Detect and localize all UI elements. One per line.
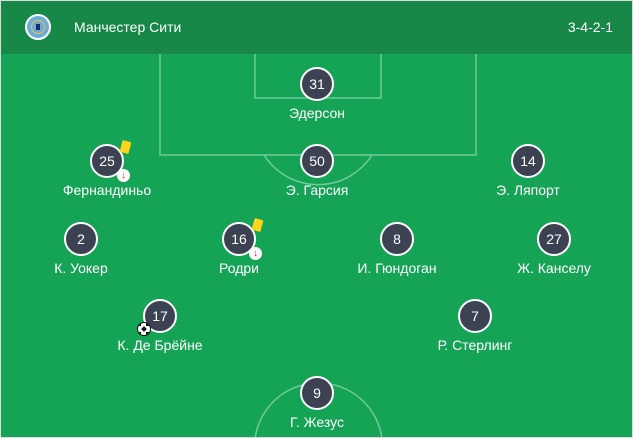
player-rodri[interactable]: 16 ↓ Родри bbox=[154, 218, 324, 276]
player-number: 16 bbox=[231, 231, 247, 247]
player-jesus[interactable]: 9 Г. Жезус bbox=[232, 376, 402, 430]
player-number: 7 bbox=[458, 299, 492, 333]
team-crest-icon bbox=[25, 14, 51, 40]
player-name: Ж. Канселу bbox=[517, 260, 591, 276]
player-number: 8 bbox=[380, 222, 414, 256]
player-name: Фернандиньо bbox=[62, 182, 152, 198]
player-gundogan[interactable]: 8 И. Гюндоган bbox=[312, 222, 482, 276]
pitch: 31 Эдерсон 25 ↓ Фернандиньо 50 Э. Гарсия… bbox=[1, 54, 632, 437]
player-sterling[interactable]: 7 Р. Стерлинг bbox=[390, 299, 560, 353]
player-number: 2 bbox=[64, 222, 98, 256]
player-number: 25 bbox=[99, 153, 115, 169]
player-name: Эдерсон bbox=[288, 105, 345, 121]
player-e-garcia[interactable]: 50 Э. Гарсия bbox=[232, 144, 402, 198]
penalty-arc bbox=[263, 154, 373, 186]
substitution-out-icon: ↓ bbox=[249, 247, 262, 260]
player-laporte[interactable]: 14 Э. Ляпорт bbox=[443, 144, 613, 198]
player-number-25: 25 ↓ bbox=[90, 140, 132, 182]
yellow-card-icon bbox=[251, 218, 264, 232]
player-number: 17 bbox=[152, 308, 168, 324]
player-walker[interactable]: 2 К. Уокер bbox=[1, 222, 166, 276]
player-name: К. Де Брёйне bbox=[117, 337, 203, 353]
player-number: 50 bbox=[300, 144, 334, 178]
player-name: Э. Ляпорт bbox=[496, 182, 560, 198]
formation-label: 3-4-2-1 bbox=[567, 19, 613, 35]
player-number-16: 16 ↓ bbox=[222, 218, 264, 260]
player-number: 31 bbox=[300, 67, 334, 101]
player-de-bruyne[interactable]: 17 К. Де Брёйне bbox=[75, 299, 245, 353]
player-number: 9 bbox=[300, 376, 334, 410]
player-number: 14 bbox=[511, 144, 545, 178]
substitution-out-icon: ↓ bbox=[117, 169, 130, 182]
goal-ball-icon bbox=[137, 322, 151, 336]
player-name: Р. Стерлинг bbox=[437, 337, 513, 353]
player-name: Э. Гарсия bbox=[285, 182, 349, 198]
player-gk[interactable]: 31 Эдерсон bbox=[232, 67, 402, 121]
team-name: Манчестер Сити bbox=[74, 19, 182, 35]
player-cancelo[interactable]: 27 Ж. Канселу bbox=[469, 222, 632, 276]
player-number-17: 17 bbox=[137, 299, 177, 336]
player-name: Родри bbox=[219, 260, 259, 276]
player-number: 27 bbox=[537, 222, 571, 256]
yellow-card-icon bbox=[119, 140, 132, 154]
player-name: Г. Жезус bbox=[290, 414, 344, 430]
player-name: К. Уокер bbox=[54, 260, 108, 276]
player-fernandinho[interactable]: 25 ↓ Фернандиньо bbox=[22, 140, 192, 198]
team-header: Манчестер Сити 3-4-2-1 bbox=[1, 1, 632, 54]
player-name: И. Гюндоган bbox=[357, 260, 437, 276]
